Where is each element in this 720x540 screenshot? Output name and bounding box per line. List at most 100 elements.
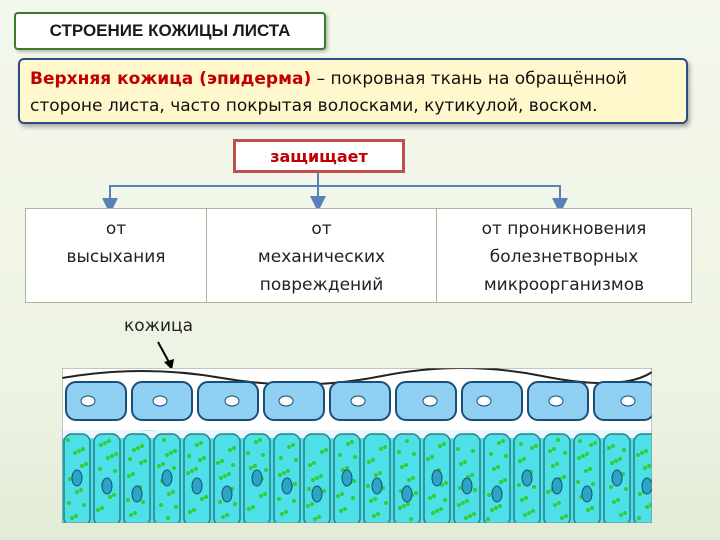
chloroplast (353, 455, 357, 459)
cell-nucleus (461, 477, 473, 495)
chloroplast (400, 465, 404, 469)
chloroplast (308, 463, 312, 467)
cell-nucleus (620, 395, 636, 407)
chloroplast (216, 461, 220, 465)
chloroplast (470, 473, 474, 477)
chloroplast (609, 485, 613, 489)
chloroplast (457, 503, 461, 507)
chloroplast (371, 458, 375, 462)
chloroplast (286, 469, 290, 473)
cell-nucleus (491, 485, 503, 503)
chloroplast (411, 476, 415, 480)
chloroplast (315, 476, 319, 480)
chloroplast (165, 453, 169, 457)
chloroplast (294, 458, 298, 462)
chloroplast (504, 454, 508, 458)
palisade-cell (573, 433, 601, 523)
cell-nucleus (548, 395, 564, 407)
chloroplast (313, 517, 317, 521)
cell-nucleus (371, 477, 383, 495)
chloroplast (532, 485, 536, 489)
cell-nucleus (311, 485, 323, 503)
chloroplast (103, 441, 107, 445)
chloroplast (520, 498, 524, 502)
chloroplast (345, 466, 349, 470)
chloroplast (259, 494, 263, 498)
chloroplast (636, 453, 640, 457)
chloroplast (576, 480, 580, 484)
arrow-left (102, 173, 319, 214)
chloroplast (534, 444, 538, 448)
epidermis-cells (65, 381, 652, 421)
cell-nucleus (80, 395, 96, 407)
chloroplast (405, 439, 409, 443)
chloroplast (564, 514, 568, 518)
chloroplast (553, 503, 557, 507)
chloroplast (110, 454, 114, 458)
chloroplast (221, 515, 225, 519)
chloroplast (607, 446, 611, 450)
chloroplast (383, 445, 387, 449)
chloroplast (557, 501, 561, 505)
chloroplast (378, 471, 382, 475)
chloroplast (552, 447, 556, 451)
chloroplast (562, 475, 566, 479)
chloroplast (623, 511, 627, 515)
column-drying: от высыхания (26, 209, 206, 302)
chloroplast (70, 516, 74, 520)
chloroplast (161, 462, 165, 466)
chloroplast (172, 466, 176, 470)
chloroplast (503, 478, 507, 482)
chloroplast (622, 448, 626, 452)
chloroplast (464, 516, 468, 520)
chloroplast (107, 439, 111, 443)
chloroplast (458, 486, 462, 490)
chloroplast (225, 513, 229, 517)
chloroplast (489, 452, 493, 456)
chloroplast (81, 447, 85, 451)
chloroplast (307, 487, 311, 491)
chloroplast (287, 445, 291, 449)
epidermis-cell (65, 381, 127, 421)
chloroplast (614, 459, 618, 463)
chloroplast (443, 498, 447, 502)
chloroplast (471, 449, 475, 453)
chloroplast (218, 500, 222, 504)
epidermis-cell (461, 381, 523, 421)
chloroplast (586, 508, 590, 512)
chloroplast (581, 454, 585, 458)
chloroplast (435, 509, 439, 513)
chloroplast (618, 457, 622, 461)
chloroplast (233, 502, 237, 506)
chloroplast (293, 482, 297, 486)
chloroplast (439, 507, 443, 511)
cell-nucleus (422, 395, 438, 407)
chloroplast (219, 476, 223, 480)
chloroplast (136, 446, 140, 450)
cell-nucleus (191, 477, 203, 495)
chloroplast (112, 493, 116, 497)
cell-nucleus (101, 477, 113, 495)
chloroplast (589, 443, 593, 447)
chloroplast (317, 515, 321, 519)
chloroplast (227, 472, 231, 476)
chloroplast (527, 511, 531, 515)
palisade-cell (483, 433, 511, 523)
chloroplast (66, 438, 70, 442)
chloroplast (251, 505, 255, 509)
chloroplast (402, 504, 406, 508)
chloroplast (340, 492, 344, 496)
chloroplast (198, 458, 202, 462)
chloroplast (409, 517, 413, 521)
chloroplast (280, 512, 284, 516)
chloroplast (231, 463, 235, 467)
chloroplast (465, 499, 469, 503)
definition-text: – покровная ткань на обращённой стороне … (30, 69, 628, 116)
chloroplast (531, 509, 535, 513)
chloroplast (555, 462, 559, 466)
arrow-right (318, 185, 568, 214)
chloroplast (84, 462, 88, 466)
chloroplast (133, 511, 137, 515)
chloroplast (444, 481, 448, 485)
chloroplast (373, 497, 377, 501)
